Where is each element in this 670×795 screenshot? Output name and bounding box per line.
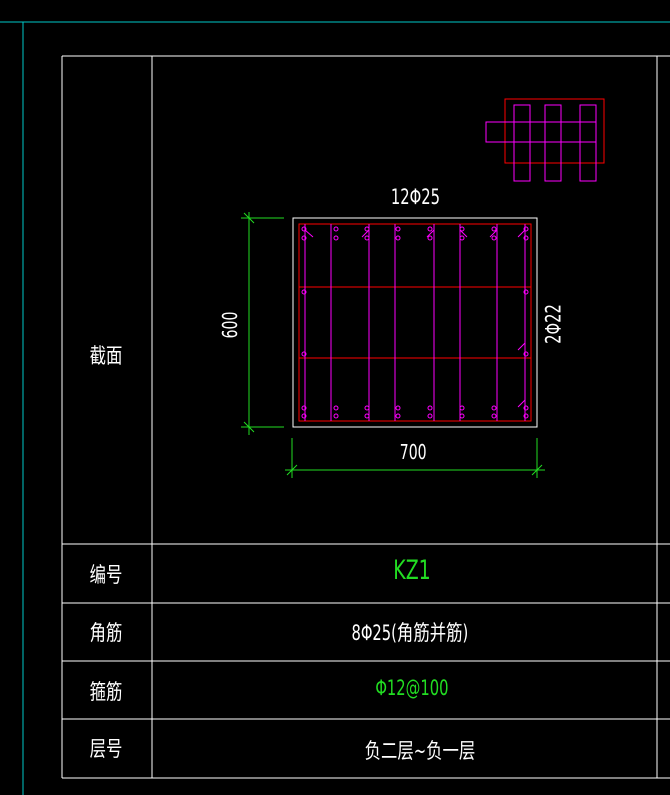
width-dimension-label: 700 [399,440,427,464]
main-stirrup [298,223,532,422]
corner-rebar-label: 角筋 [89,621,123,645]
floor-label: 层号 [89,737,123,761]
stirrup-detail [485,98,605,182]
corner-rebar-value: 8Φ25(角筋并筋) [351,621,469,645]
concrete-outline [292,217,538,428]
height-dimension-label: 600 [218,311,243,339]
column-section [292,217,538,428]
top-rebar-label: 12Φ25 [390,185,441,209]
id-label: 编号 [89,563,123,587]
dimension-lines [241,212,545,478]
id-value: KZ1 [393,555,431,586]
stirrup-value: Φ12@100 [375,676,449,700]
rebar-dots [301,226,529,419]
table-grid [61,55,670,779]
floor-value: 负二层~负一层 [364,739,476,763]
stirrup-label: 箍筋 [89,680,123,704]
section-label: 截面 [89,344,123,368]
side-rebar-label: 2Φ22 [541,304,566,344]
